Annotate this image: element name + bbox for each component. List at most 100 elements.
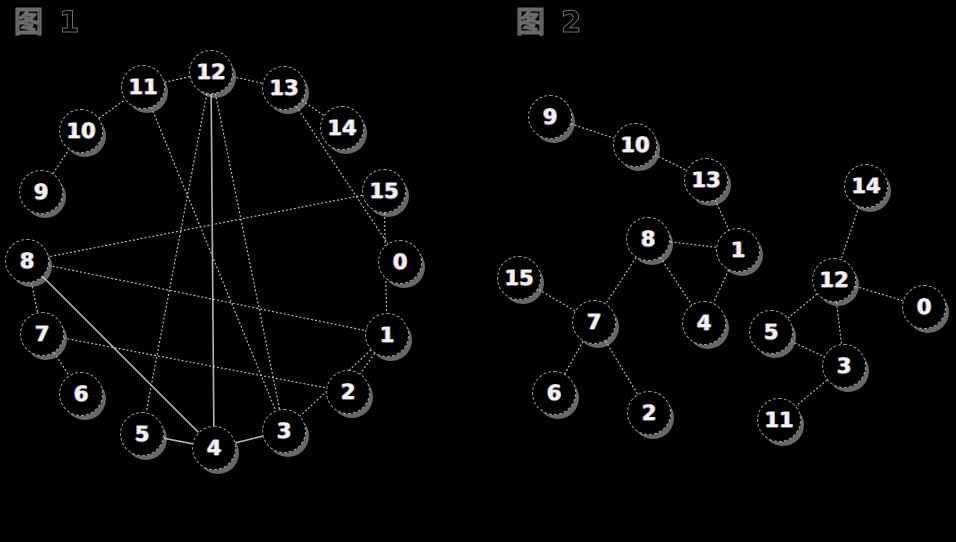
graph-node-label: 12 [196,59,226,84]
graph-edge [835,301,843,345]
graph-edge [570,123,615,139]
graph-node[interactable]: 15 [497,256,541,300]
graph-edge [295,105,389,245]
graph-node[interactable]: 2 [326,370,370,414]
graph-node-label: 1 [730,237,746,262]
graph-node-label: 3 [836,353,852,378]
graph-edge [795,379,828,407]
graph-node-label: 13 [691,167,721,192]
graph-node[interactable]: 8 [626,217,670,261]
graph-edge [63,337,327,389]
graph-node-label: 15 [504,265,534,290]
graph-edge [164,76,190,83]
graph-node[interactable]: 5 [749,310,793,354]
graph-node[interactable]: 13 [262,66,306,110]
graph-node[interactable]: 9 [19,170,63,214]
graph-node-label: 9 [542,104,558,129]
graph-edge [359,352,376,375]
graph-node[interactable]: 11 [121,65,165,109]
graph-node[interactable]: 0 [378,240,422,284]
graph-node[interactable]: 11 [757,398,801,442]
graph-edge [145,93,208,413]
graph-edge [840,206,860,260]
graph-node[interactable]: 5 [120,412,164,456]
graph-node[interactable]: 7 [572,300,616,344]
graph-edge [564,340,584,375]
graph-edge [659,256,693,306]
graph-node[interactable]: 2 [627,391,671,435]
graph-node[interactable]: 8 [5,239,49,283]
graph-node-label: 0 [392,249,408,274]
graph-node-label: 0 [916,294,932,319]
graph-node[interactable]: 0 [902,285,946,329]
graph-node[interactable]: 7 [20,312,64,356]
graph-node-label: 14 [851,173,881,198]
graph-node-label: 13 [269,75,299,100]
graph-node-label: 3 [276,418,292,443]
graph-node[interactable]: 6 [59,372,103,416]
edge-layer-left [30,76,389,445]
graph-edge [30,282,39,313]
graph-node[interactable]: 1 [365,313,409,357]
graph-edge [854,285,904,302]
graph-node[interactable]: 1 [716,228,760,272]
graph-node-label: 14 [327,115,357,140]
graph-node[interactable]: 14 [320,106,364,150]
graph-edge [98,99,126,119]
graph-node-label: 6 [73,381,89,406]
graph-edge [214,93,281,410]
graph-node[interactable]: 6 [532,371,576,415]
graph-node[interactable]: 15 [362,169,406,213]
graph-node[interactable]: 12 [812,258,856,302]
graph-node-label: 15 [369,178,399,203]
graph-node-label: 2 [340,379,356,404]
graph-edge [712,269,730,304]
graph-edge [48,264,366,332]
graph-node-label: 9 [33,179,49,204]
graph-edge [790,340,825,358]
graph-node-label: 7 [34,321,50,346]
graph-edge [604,340,639,395]
graph-edge [163,437,193,445]
graph-edge [41,275,200,434]
graph-node-label: 4 [206,435,222,460]
graph-edge [301,99,325,117]
graph-edge [210,93,215,427]
graph-edge [235,435,263,444]
panel-title-right: 图 2 [515,5,585,39]
graph-edge [537,288,576,312]
graph-node-label: 5 [763,319,779,344]
graph-node[interactable]: 3 [262,409,306,453]
graph-edge [52,149,70,174]
graph-node[interactable]: 10 [59,109,103,153]
graph-node-label: 1 [379,322,395,347]
graph-node-label: 11 [764,407,794,432]
graph-edge [605,257,637,304]
graph-node-label: 11 [128,74,158,99]
graph-node-label: 8 [640,226,656,251]
graph-node-label: 4 [696,310,712,335]
graph-node-label: 10 [66,118,96,143]
graph-edge [150,107,277,411]
graph-edge [654,154,687,171]
edge-layer-right [537,123,904,407]
graph-node-label: 6 [546,380,562,405]
graph-node[interactable]: 4 [192,426,236,470]
graph-node[interactable]: 3 [822,344,866,388]
graph-node-label: 12 [819,267,849,292]
graph-node[interactable]: 14 [844,164,888,208]
graph-edge [383,212,388,314]
graph-node[interactable]: 13 [684,158,728,202]
graph-edge [48,194,363,258]
graph-node[interactable]: 10 [613,123,657,167]
graph-node-label: 7 [586,309,602,334]
graph-node-label: 10 [620,132,650,157]
graph-node[interactable]: 9 [528,95,572,139]
graph-edge [232,76,263,84]
graph-panel-right: 图 2 9 10 13 1 8 4 15 7 6 2 14 12 0 5 3 11 [480,0,956,542]
graph-node[interactable]: 12 [189,50,233,94]
graph-node[interactable]: 4 [682,301,726,345]
panel-title-left: 图 1 [13,5,83,39]
